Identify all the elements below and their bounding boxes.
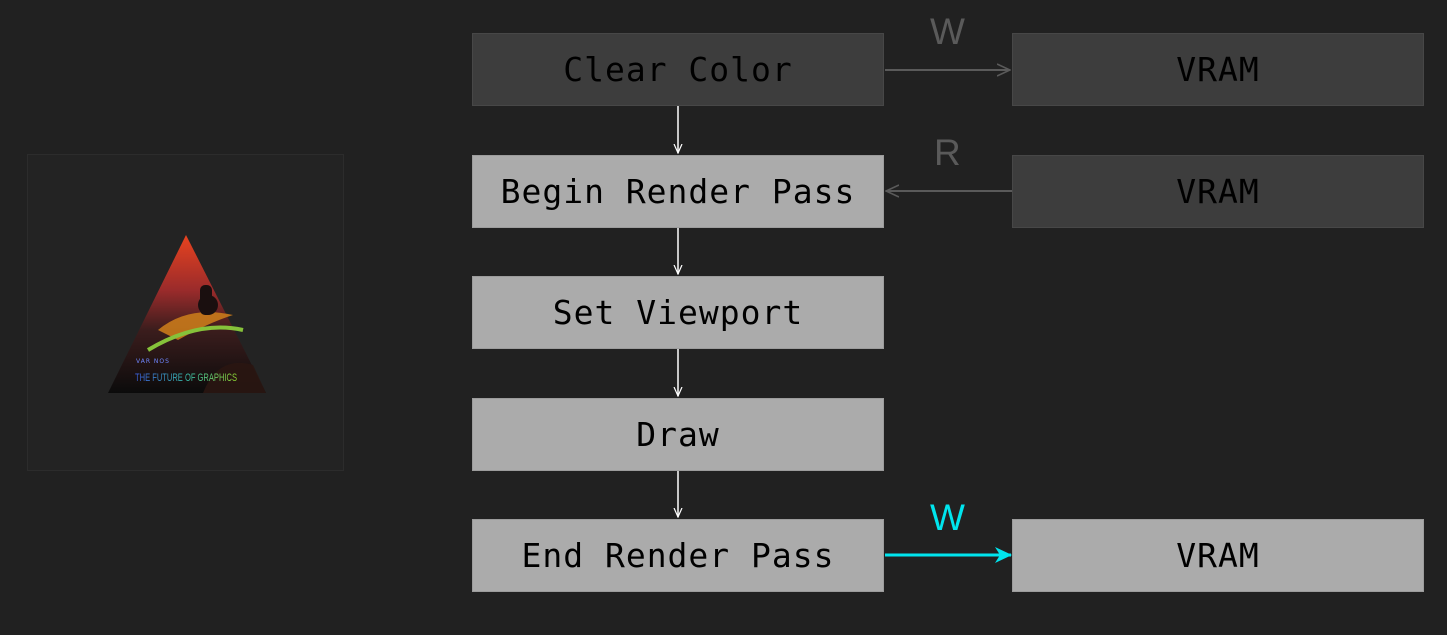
step-clear-color: Clear Color (472, 33, 884, 106)
vram-label: VRAM (1176, 172, 1260, 211)
step-label: Set Viewport (552, 293, 804, 332)
step-end-render-pass: End Render Pass (472, 519, 884, 592)
step-label: Draw (636, 415, 720, 454)
step-begin-render-pass: Begin Render Pass (472, 155, 884, 228)
access-label-read: R (934, 132, 961, 173)
step-label: Clear Color (563, 50, 793, 89)
vram-box-1: VRAM (1012, 33, 1424, 106)
step-label: End Render Pass (521, 536, 835, 575)
step-label: Begin Render Pass (500, 172, 856, 211)
vram-label: VRAM (1176, 50, 1260, 89)
logo-subtitle: THE FUTURE OF GRAPHICS (135, 372, 237, 384)
logo-panel: VAR NOS THE FUTURE OF GRAPHICS (27, 154, 344, 471)
logo-small-text: VAR NOS (136, 358, 170, 365)
vulkan-pyramid-logo-icon: VAR NOS THE FUTURE OF GRAPHICS (108, 235, 266, 393)
step-set-viewport: Set Viewport (472, 276, 884, 349)
access-label-write-3: W (930, 497, 965, 538)
vram-box-3: VRAM (1012, 519, 1424, 592)
step-draw: Draw (472, 398, 884, 471)
vram-label: VRAM (1176, 536, 1260, 575)
access-label-write-1: W (930, 11, 965, 52)
vram-box-2: VRAM (1012, 155, 1424, 228)
